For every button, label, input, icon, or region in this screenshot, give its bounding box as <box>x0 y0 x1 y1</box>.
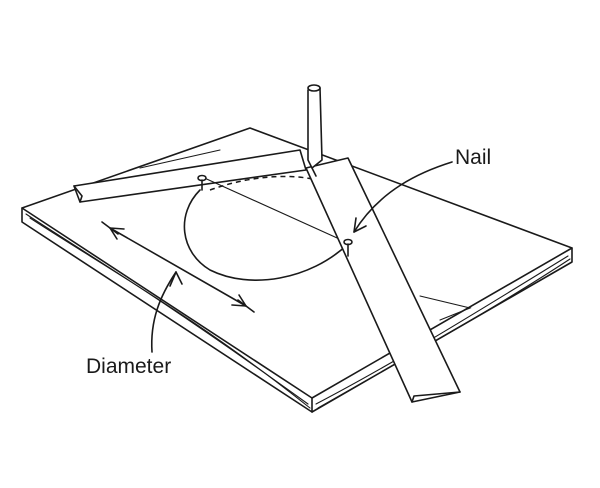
diameter-label: Diameter <box>86 355 172 378</box>
nail-leader <box>353 161 453 233</box>
pivot-nail <box>197 174 207 191</box>
nail-label: Nail <box>455 146 492 169</box>
guide-strip <box>305 157 461 403</box>
diameter-leader-arrow <box>169 271 183 287</box>
marking-nail <box>343 238 353 257</box>
plywood-board <box>21 127 573 413</box>
drawn-arc <box>183 189 349 281</box>
diameter-leader <box>150 271 177 353</box>
nail-leader-arrow <box>353 217 367 233</box>
pencil <box>307 84 323 177</box>
diameter-dimension <box>101 221 255 313</box>
trammel-stick <box>73 149 347 243</box>
